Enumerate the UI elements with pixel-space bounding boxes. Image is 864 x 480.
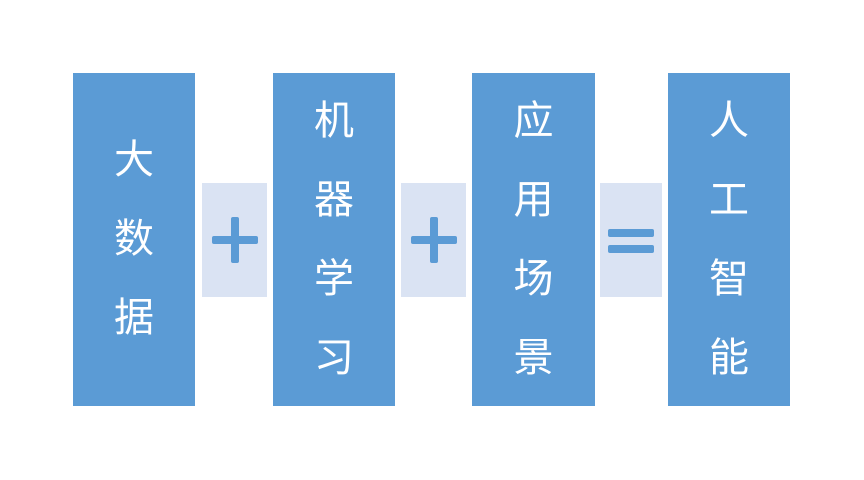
char: 数 xyxy=(114,216,154,262)
plus-icon-v xyxy=(430,217,438,263)
char: 据 xyxy=(114,295,154,341)
plus-icon-v xyxy=(231,217,239,263)
char: 用 xyxy=(513,176,554,223)
term-application-scenarios: 应 用 场 景 xyxy=(472,73,595,406)
char: 器 xyxy=(314,176,354,223)
char: 人 xyxy=(709,97,749,144)
result-artificial-intelligence: 人 工 智 能 xyxy=(668,73,790,406)
equals-operator xyxy=(600,183,662,297)
plus-operator xyxy=(202,183,267,297)
char: 景 xyxy=(513,334,554,381)
char: 应 xyxy=(513,97,554,144)
plus-operator xyxy=(401,183,466,297)
term-big-data: 大 数 据 xyxy=(73,73,195,406)
char: 工 xyxy=(709,176,749,223)
char: 场 xyxy=(513,255,554,302)
char: 能 xyxy=(709,334,749,381)
char: 智 xyxy=(709,255,749,302)
term-machine-learning: 机 器 学 习 xyxy=(273,73,395,406)
char: 学 xyxy=(314,255,354,302)
equals-icon-bottom xyxy=(608,245,654,253)
equals-icon-top xyxy=(608,229,654,237)
char: 机 xyxy=(314,97,354,144)
char: 习 xyxy=(314,334,354,381)
char: 大 xyxy=(114,137,154,183)
